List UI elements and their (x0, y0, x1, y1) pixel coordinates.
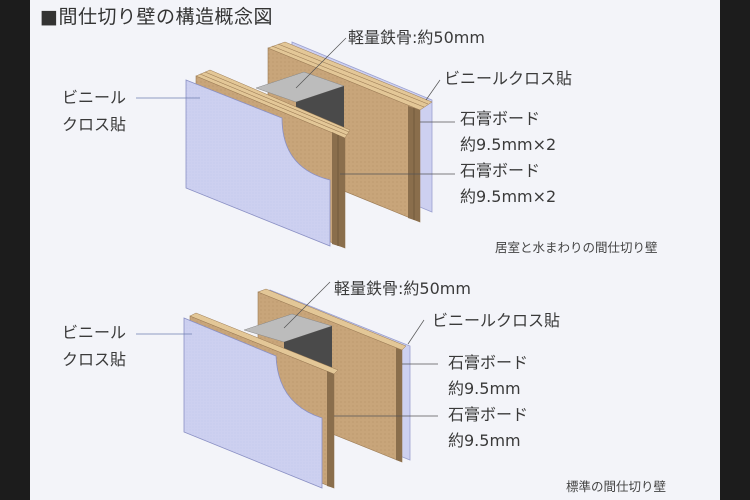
label-left-vinyl-2: クロス貼 (62, 115, 127, 134)
label-board-2-size: 約9.5mm×2 (460, 187, 557, 206)
label-board-2: 石膏ボード (460, 161, 541, 180)
label-left-vinyl: ビニール (62, 323, 127, 342)
label-board-2: 石膏ボード (448, 405, 529, 424)
page-title: ■間仕切り壁の構造概念図 (40, 6, 273, 28)
label-board-1-size: 約9.5mm×2 (460, 135, 557, 154)
label-board-1-size: 約9.5mm (448, 379, 521, 398)
label-board-2-size: 約9.5mm (448, 431, 521, 450)
label-right-vinyl: ビニールクロス貼 (432, 311, 561, 330)
label-right-vinyl: ビニールクロス貼 (444, 69, 573, 88)
diagram-top (136, 37, 455, 249)
caption-top: 居室と水まわりの間仕切り壁 (495, 240, 658, 255)
caption-bottom: 標準の間仕切り壁 (566, 479, 667, 494)
label-steel: 軽量鉄骨:約50mm (334, 279, 471, 298)
front-vinyl-sheet (183, 317, 323, 489)
label-board-1: 石膏ボード (460, 109, 541, 128)
label-left-vinyl-2: クロス貼 (62, 350, 127, 369)
label-left-vinyl: ビニール (62, 88, 127, 107)
label-steel: 軽量鉄骨:約50mm (348, 28, 485, 47)
label-board-1: 石膏ボード (448, 353, 529, 372)
front-vinyl-sheet (185, 79, 331, 247)
diagram-bottom (136, 281, 438, 489)
